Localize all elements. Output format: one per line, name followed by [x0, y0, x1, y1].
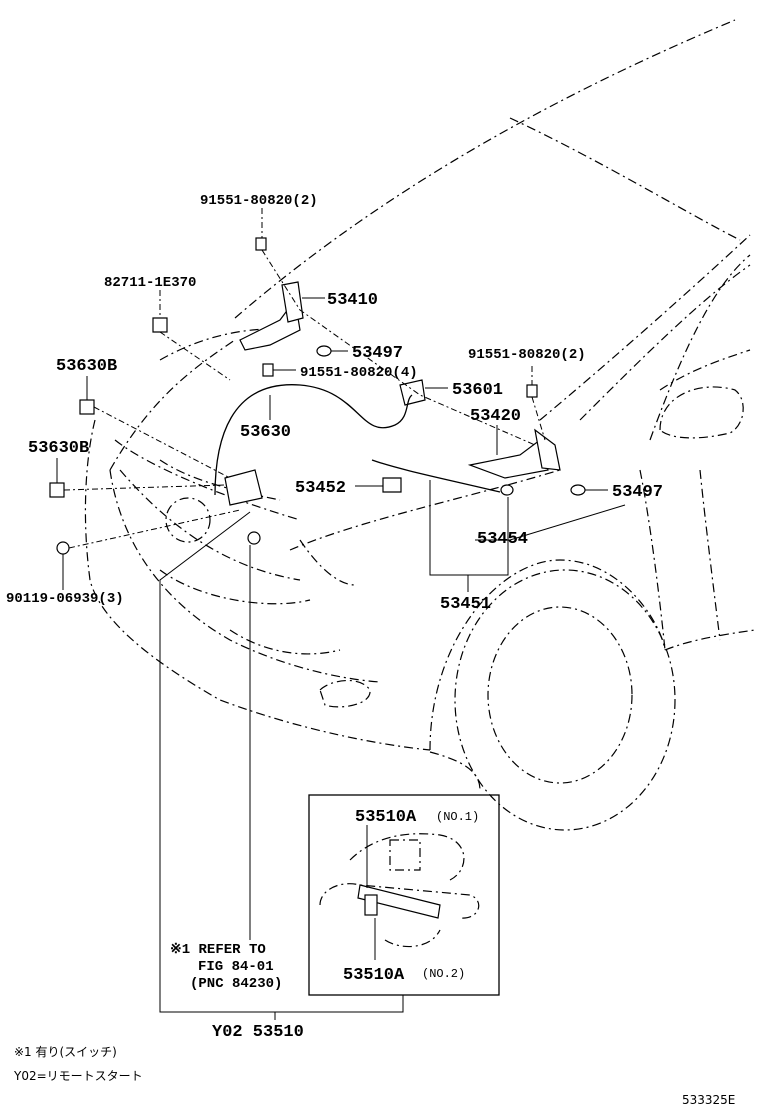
label-detail-upper-no: (NO.1) — [436, 810, 479, 824]
cushion-right — [570, 484, 586, 496]
label-53630b-upper: 53630B — [56, 357, 117, 376]
switch-part — [247, 531, 261, 545]
hood-latch — [224, 469, 263, 506]
label-detail-lower-no: (NO.2) — [422, 967, 465, 981]
hood-hinge-right — [467, 438, 549, 479]
label-stay-53452: 53452 — [295, 479, 346, 498]
label-main-part: Y02 53510 — [212, 1023, 304, 1042]
label-hinge-53420: 53420 — [470, 407, 521, 426]
label-screw-90119: 90119-06939(3) — [6, 591, 124, 607]
bolt-mid — [262, 363, 274, 377]
refer-line-1: ※1 REFER TO — [170, 942, 266, 958]
car-body-outline — [84, 19, 756, 831]
label-assy-53451: 53451 — [440, 595, 491, 614]
clip-82711 — [152, 317, 168, 333]
parts — [49, 237, 586, 555]
bolt-right — [526, 384, 538, 398]
label-lock-53601: 53601 — [452, 381, 503, 400]
label-detail-lower: 53510A — [343, 966, 405, 985]
label-bolt-mid: 91551-80820(4) — [300, 365, 418, 381]
cushion-left — [316, 345, 332, 357]
switch-body — [357, 884, 441, 919]
label-rod-53454: 53454 — [477, 530, 528, 549]
hood-support-rod — [371, 459, 501, 493]
label-cushion-left: 53497 — [352, 344, 403, 363]
label-detail-upper: 53510A — [355, 808, 417, 827]
screw-90119 — [56, 541, 70, 555]
leader-lines — [56, 208, 626, 1020]
refer-line-3: (PNC 84230) — [190, 976, 282, 992]
hood-hinge-left — [239, 298, 301, 351]
label-hinge-53410: 53410 — [327, 291, 378, 310]
labels: 91551-80820(2) 82711-1E370 53410 53497 9… — [6, 193, 735, 1107]
label-bolt-right: 91551-80820(2) — [468, 347, 586, 363]
clip-53630b-upper — [79, 399, 95, 415]
label-cushion-right: 53497 — [612, 483, 663, 502]
hood-stay-holder — [382, 477, 402, 493]
detail-box — [308, 794, 500, 996]
refer-line-2: FIG 84-01 — [198, 959, 274, 975]
clip-53630b-lower — [49, 482, 65, 498]
label-bolt-top: 91551-80820(2) — [200, 193, 318, 209]
label-clip-82711: 82711-1E370 — [104, 275, 196, 291]
bolt-top — [255, 237, 267, 251]
release-cable — [214, 384, 413, 496]
note-1: ※1 有り(スイッチ) — [14, 1045, 117, 1059]
label-53630b-lower: 53630B — [28, 439, 89, 458]
note-2: Y02=リモートスタート — [13, 1069, 143, 1083]
label-cable-53630: 53630 — [240, 423, 291, 442]
hood-lock — [399, 379, 426, 406]
figure-code: 533325E — [682, 1093, 735, 1107]
detail-frame — [308, 794, 500, 996]
